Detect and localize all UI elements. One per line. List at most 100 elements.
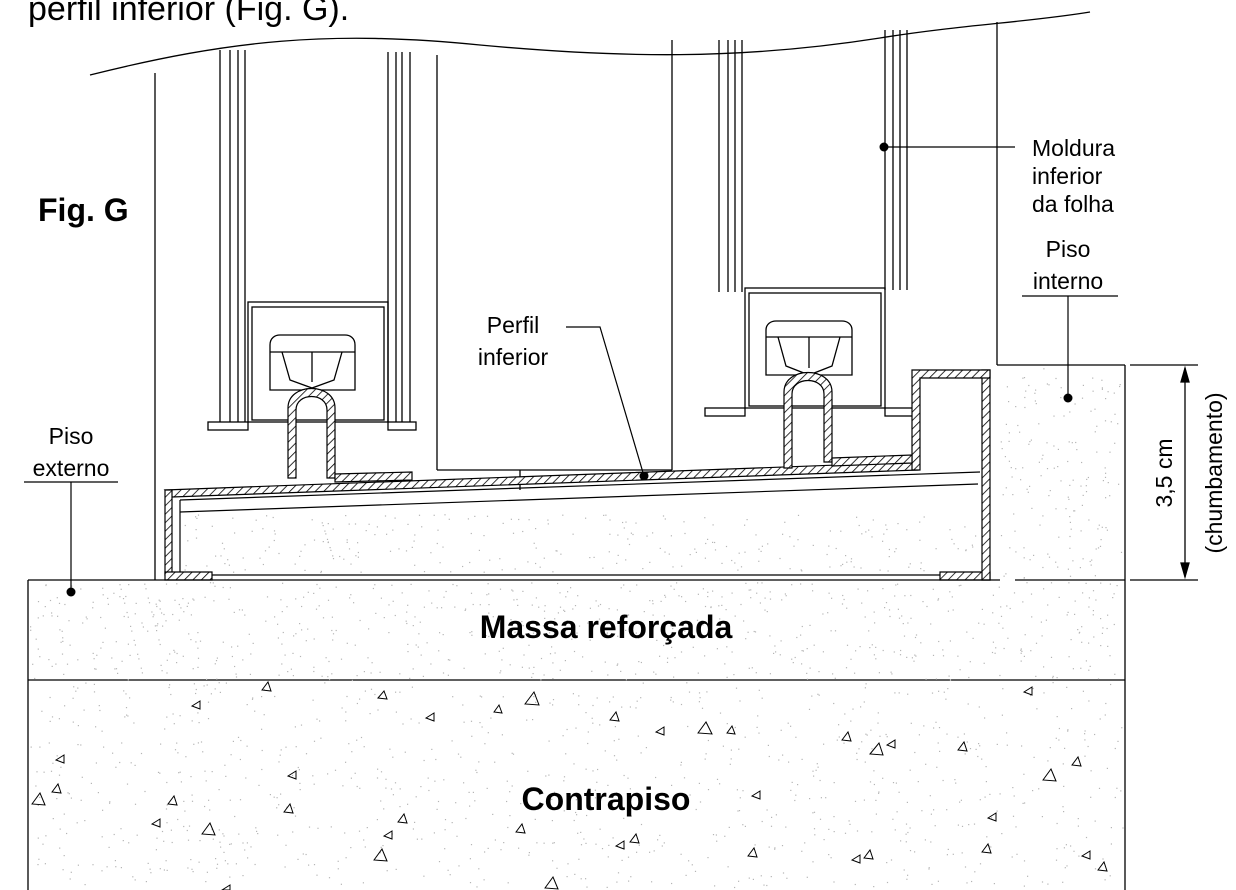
speckle-dot: [856, 758, 858, 761]
speckle-dot: [543, 557, 545, 559]
speckle-dot: [864, 761, 866, 763]
speckle-dot: [923, 516, 925, 518]
speckle-dot: [822, 613, 824, 615]
speckle-dot: [596, 697, 598, 699]
speckle-dot: [56, 755, 58, 757]
speckle-dot: [812, 770, 814, 772]
speckle-dot: [1001, 714, 1003, 716]
speckle-dot: [860, 567, 862, 569]
speckle-dot: [553, 842, 555, 844]
speckle-dot: [156, 630, 158, 632]
speckle-dot: [1023, 773, 1025, 775]
speckle-dot: [161, 830, 164, 833]
speckle-dot: [60, 641, 62, 643]
speckle-dot: [1085, 491, 1088, 493]
speckle-dot: [455, 802, 457, 804]
speckle-dot: [544, 617, 546, 619]
speckle-dot: [360, 736, 363, 739]
speckle-dot: [102, 594, 104, 596]
speckle-dot: [978, 622, 980, 624]
speckle-dot: [943, 691, 945, 693]
speckle-dot: [724, 663, 726, 665]
speckle-dot: [280, 793, 282, 795]
speckle-dot: [423, 571, 426, 573]
speckle-dot: [745, 638, 747, 640]
speckle-dot: [791, 658, 793, 660]
speckle-dot: [698, 701, 700, 703]
speckle-dot: [1047, 553, 1049, 555]
speckle-dot: [1024, 634, 1026, 636]
speckle-dot: [280, 599, 282, 601]
speckle-dot: [195, 688, 197, 691]
speckle-dot: [638, 661, 640, 663]
speckle-dot: [1109, 451, 1111, 453]
speckle-dot: [829, 530, 831, 532]
speckle-dot: [915, 634, 918, 636]
speckle-dot: [62, 637, 64, 639]
speckle-dot: [1049, 747, 1051, 749]
speckle-dot: [215, 555, 217, 557]
speckle-dot: [173, 723, 175, 725]
speckle-dot: [888, 548, 890, 551]
speckle-dot: [971, 544, 973, 546]
speckle-dot: [367, 657, 369, 659]
speckle-dot: [415, 796, 417, 798]
speckle-dot: [1029, 441, 1031, 443]
speckle-dot: [1058, 739, 1060, 741]
speckle-dot: [809, 624, 811, 626]
speckle-dot: [793, 545, 795, 547]
speckle-dot: [1038, 461, 1040, 463]
speckle-dot: [617, 635, 619, 637]
speckle-dot: [285, 746, 287, 748]
speckle-dot: [32, 663, 34, 665]
speckle-dot: [249, 673, 251, 675]
speckle-dot: [371, 662, 373, 664]
speckle-dot: [1020, 652, 1022, 654]
speckle-dot: [521, 666, 523, 668]
speckle-dot: [382, 845, 384, 847]
speckle-dot: [77, 659, 79, 661]
speckle-dot: [953, 543, 955, 545]
speckle-dot: [337, 860, 339, 862]
speckle-dot: [69, 644, 71, 646]
speckle-dot: [774, 847, 776, 849]
speckle-dot: [589, 639, 591, 641]
speckle-dot: [63, 855, 65, 857]
speckle-dot: [630, 532, 632, 534]
speckle-dot: [511, 589, 513, 591]
speckle-dot: [1104, 467, 1106, 469]
speckle-dot: [616, 664, 618, 666]
speckle-dot: [1039, 524, 1041, 526]
speckle-dot: [364, 690, 366, 692]
speckle-dot: [1092, 377, 1094, 379]
speckle-dot: [205, 881, 207, 883]
speckle-dot: [308, 864, 310, 866]
speckle-dot: [629, 590, 631, 592]
speckle-dot: [1102, 480, 1104, 482]
speckle-dot: [1062, 881, 1064, 883]
speckle-dot: [212, 838, 214, 840]
speckle-dot: [392, 600, 394, 602]
speckle-dot: [313, 740, 316, 742]
speckle-dot: [601, 848, 604, 850]
speckle-dot: [242, 842, 244, 844]
speckle-dot: [410, 583, 412, 585]
speckle-dot: [642, 629, 644, 631]
speckle-dot: [134, 803, 137, 805]
speckle-dot: [966, 631, 968, 633]
speckle-dot: [377, 768, 379, 770]
speckle-dot: [485, 635, 487, 637]
speckle-dot: [126, 783, 129, 785]
speckle-dot: [681, 565, 683, 567]
speckle-dot: [307, 628, 309, 630]
speckle-dot: [96, 654, 98, 656]
speckle-dot: [197, 514, 200, 516]
speckle-dot: [522, 530, 524, 533]
speckle-dot: [209, 809, 211, 811]
speckle-dot: [1118, 483, 1120, 485]
speckle-dot: [1000, 606, 1002, 608]
speckle-dot: [134, 613, 136, 615]
speckle-dot: [812, 812, 814, 814]
speckle-dot: [640, 697, 642, 699]
speckle-dot: [147, 630, 149, 632]
